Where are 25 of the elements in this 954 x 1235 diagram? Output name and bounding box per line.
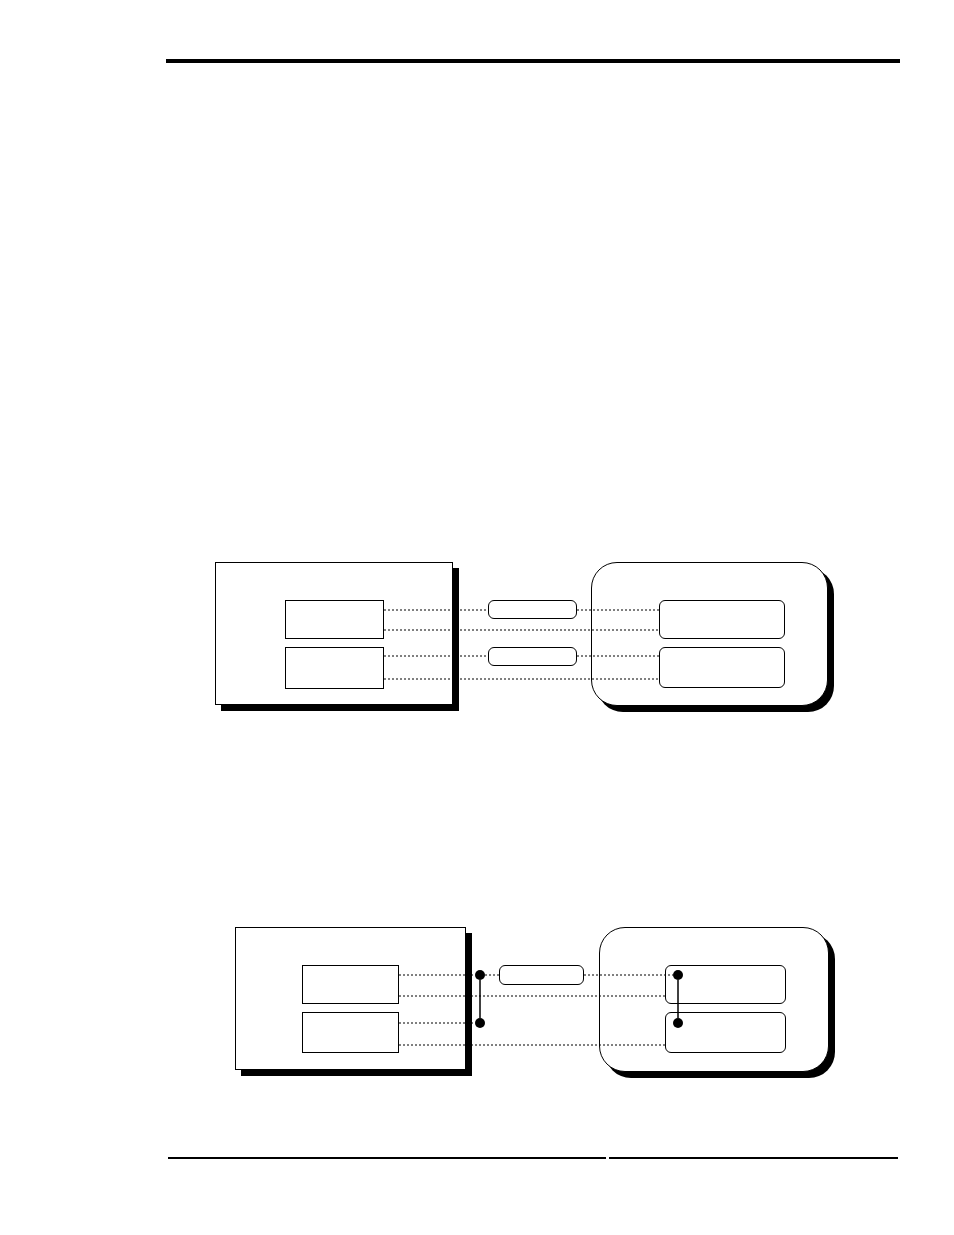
dashed-line: [383, 655, 489, 657]
module-box: [302, 1012, 399, 1053]
dashed-line: [484, 974, 500, 976]
module-box: [659, 600, 785, 639]
connector-line: [677, 979, 679, 1019]
dashed-line: [398, 1044, 666, 1046]
link-box: [488, 647, 577, 666]
dashed-line: [398, 1022, 476, 1024]
dashed-line: [383, 629, 660, 631]
module-box: [665, 965, 786, 1004]
link-box: [499, 965, 584, 985]
dashed-line: [383, 678, 660, 680]
module-box: [302, 965, 399, 1004]
module-box: [285, 600, 384, 639]
connector-line: [479, 979, 481, 1019]
dashed-line: [583, 974, 674, 976]
dashed-line: [398, 995, 666, 997]
module-box: [659, 647, 785, 688]
dashed-line: [576, 655, 660, 657]
dashed-line: [398, 974, 476, 976]
module-box: [665, 1012, 786, 1053]
dashed-line: [383, 609, 489, 611]
module-box: [285, 647, 384, 689]
link-box: [488, 600, 577, 619]
dashed-line: [576, 609, 660, 611]
